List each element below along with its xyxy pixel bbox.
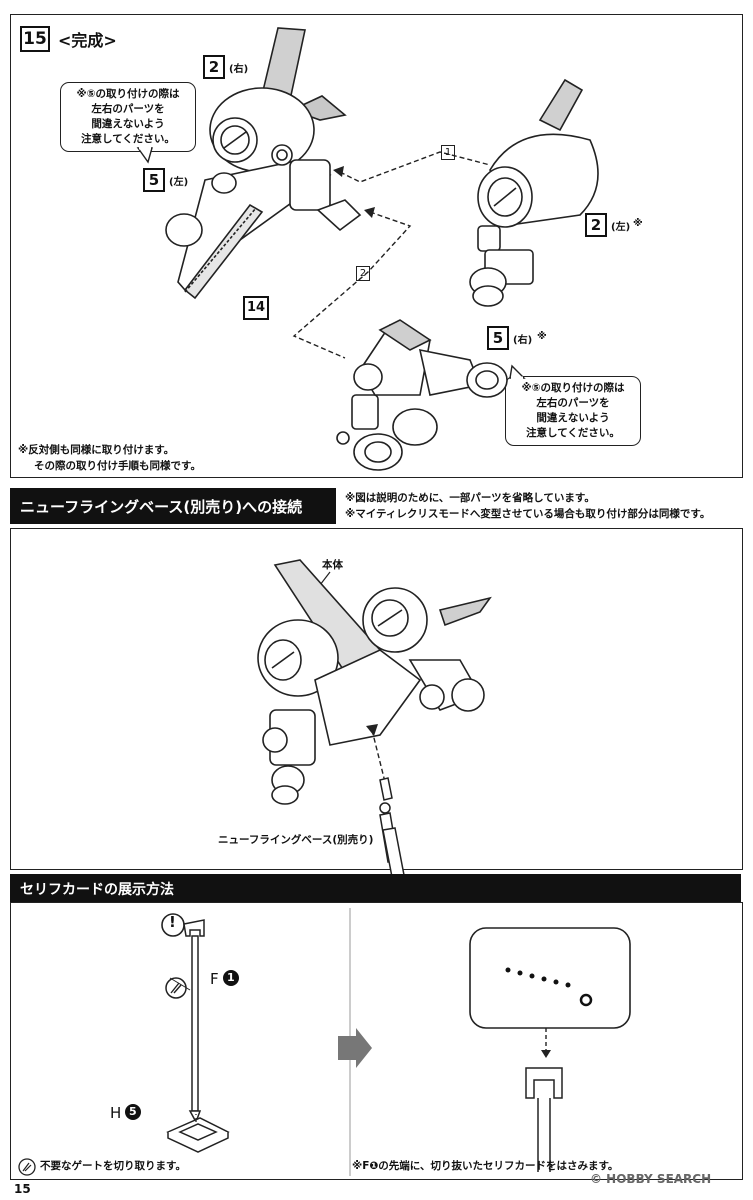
serif-card-panel — [10, 902, 743, 1180]
part-h-label: H — [110, 1104, 122, 1122]
main-assembly — [165, 27, 362, 300]
part-h-number-badge — [125, 1104, 141, 1120]
part-5-right-side: (右) — [513, 335, 533, 346]
base-label: ニューフライングベース(別売り) — [218, 834, 374, 846]
serif-card-heading: セリフカードの展示方法 — [20, 882, 174, 898]
step-15-drawing — [165, 27, 599, 471]
body-label: 本体 — [322, 559, 343, 571]
route-2-label: 2 — [356, 266, 370, 281]
part-2-left-mark: ※ — [633, 218, 643, 229]
part-2-right-label: 2 — [203, 55, 225, 79]
step-15-panel — [10, 14, 743, 478]
part-h-number: 5 — [129, 1105, 137, 1118]
part-5-right-label: 5 — [487, 326, 509, 350]
part-f-number-badge — [223, 970, 239, 986]
part-f-number: 1 — [227, 971, 235, 984]
step-15-footnote-2: その際の取り付け手順も同様です。 — [34, 460, 201, 472]
flying-base-note-2: ※マイティレクリスモードへ変型させている場合も取り付け部分は同様です。 — [345, 508, 711, 520]
caution-mark: ! — [169, 913, 176, 931]
serif-card-heading-bar: セリフカードの展示方法 — [10, 874, 741, 902]
flying-base-drawing — [257, 559, 492, 878]
step-number: 15 — [20, 26, 50, 52]
caution-bubble-right: ※⑤の取り付けの際は 左右のパーツを 間違えないよう 注意してください。 — [505, 376, 641, 446]
card-note: ※F❶の先端に、切り抜いたセリフカードをはさみます。 — [352, 1160, 619, 1172]
part-14-label: 14 — [243, 296, 269, 320]
part-2-right-side: (右) — [229, 64, 249, 75]
watermark: © HOBBY SEARCH — [590, 1172, 712, 1186]
flying-base-heading: ニューフライングベース(別売り)への接続 — [20, 498, 303, 516]
nipper-icon-small — [18, 1158, 36, 1176]
flying-base-heading-bar: ニューフライングベース(別売り)への接続 — [10, 488, 336, 524]
part-5-left-side: (左) — [169, 177, 189, 188]
page-number: 15 — [14, 1182, 31, 1196]
flying-base-panel — [10, 528, 743, 870]
part-5-right-mark: ※ — [537, 331, 547, 342]
part-2-left-side: (左) — [611, 222, 631, 233]
serif-card-drawing — [166, 908, 631, 1176]
step-title: <完成> — [58, 31, 117, 50]
caution-bubble-right-tail — [509, 364, 526, 380]
caution-bubble-left: ※⑤の取り付けの際は 左右のパーツを 間違えないよう 注意してください。 — [60, 82, 196, 152]
part-5-right-drawing — [336, 319, 508, 471]
part-f-label: F — [210, 970, 219, 988]
part-2-left-label: 2 — [585, 213, 607, 237]
gate-note: 不要なゲートを切り取ります。 — [40, 1160, 186, 1172]
part-2-left-drawing — [469, 78, 599, 307]
part-5-left-label: 5 — [143, 168, 165, 192]
caution-bubble-left-tail — [136, 146, 153, 164]
step-15-footnote-1: ※反対側も同様に取り付けます。 — [18, 444, 175, 456]
route-1-label: 1 — [441, 145, 455, 160]
flying-base-note-1: ※図は説明のために、一部パーツを省略しています。 — [345, 492, 595, 504]
